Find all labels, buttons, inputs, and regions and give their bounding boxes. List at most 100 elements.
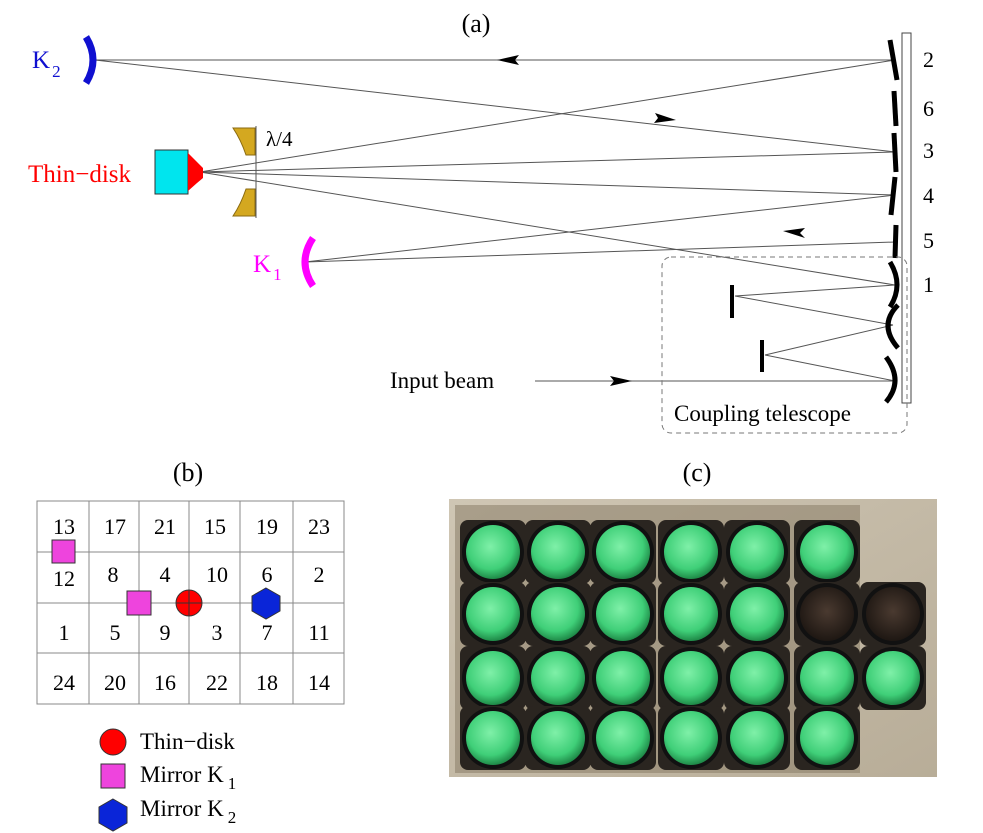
mirror-array-photo: [449, 499, 937, 777]
arrow-to-mirror3: [654, 113, 676, 123]
beam-k1-mirror5: [304, 241, 896, 263]
beam-flat1-curved: [734, 295, 894, 326]
photo-mirror-lens: [730, 711, 784, 765]
grid-cell: 6: [262, 562, 273, 587]
beam-disk-mirror3: [199, 151, 896, 173]
photo-mirror-lens: [596, 651, 650, 705]
photo-mirror-lens: [466, 587, 520, 641]
photo-mirror-lens: [800, 651, 854, 705]
grid-cell: 22: [206, 670, 228, 695]
mirror-number: 6: [923, 96, 934, 121]
k1-mirror: [301, 236, 316, 288]
input-beam-label: Input beam: [390, 368, 494, 393]
grid-cell: 18: [256, 670, 278, 695]
grid-cell: 15: [204, 514, 226, 539]
grid-cell: 21: [154, 514, 176, 539]
grid-cell: 20: [104, 670, 126, 695]
grid-cell: 10: [206, 562, 228, 587]
grid-numbers: 13 17 21 15 19 23 12 8 4 10 6 2 1 5 9 3 …: [53, 514, 330, 695]
mirror-3: [891, 132, 899, 173]
grid-cell: 16: [154, 670, 176, 695]
grid-cell: 23: [308, 514, 330, 539]
grid-cell: 5: [110, 620, 121, 645]
photo-mirror-lens: [730, 651, 784, 705]
beam-paths: [94, 59, 896, 382]
mirror-mount-bar: [901, 32, 912, 404]
grid-cell: 13: [53, 514, 75, 539]
photo-mirror-lens: [596, 587, 650, 641]
arrow-input-beam: [610, 376, 632, 386]
beam-mirror1-flat1: [734, 284, 896, 297]
beam-disk-mirror4: [199, 171, 896, 196]
thin-disk-body: [154, 149, 189, 195]
mirror-2: [887, 39, 900, 81]
panel-b-label: (b): [173, 458, 203, 487]
mirror-telescope-curved: [885, 303, 900, 350]
mirror-4: [888, 176, 898, 216]
photo-mirror-mounts: [460, 520, 926, 770]
beam-k2-mirror3: [94, 59, 896, 153]
mirror-telescope-input: [883, 355, 898, 404]
waveplate-upper: [232, 127, 256, 156]
photo-mirror-lens: [531, 525, 585, 579]
panel-b: (b) 13 17 21 15 19 23 12 8 4 10 6 2 1 5: [36, 458, 345, 832]
beam-disk-mirror1: [199, 171, 896, 286]
photo-mirror-lens: [730, 587, 784, 641]
grid-cell: 1: [59, 620, 70, 645]
mirror-number: 1: [923, 272, 934, 297]
grid-cell: 17: [104, 514, 126, 539]
grid-cell: 7: [262, 620, 273, 645]
grid-cell: 3: [212, 620, 223, 645]
grid-cell: 11: [308, 620, 329, 645]
photo-mirror-lens: [664, 525, 718, 579]
mirror-number: 3: [923, 138, 934, 163]
photo-mirror-lens: [664, 587, 718, 641]
photo-mirror-lens: [664, 651, 718, 705]
panel-a-label: (a): [462, 9, 491, 38]
legend-mirror-k2-icon: [98, 798, 128, 832]
photo-mirror-lens: [664, 711, 718, 765]
thin-disk-label: Thin−disk: [28, 161, 131, 188]
beam-curved-flat2: [764, 324, 894, 356]
mirror-5: [892, 224, 899, 259]
legend-thin-disk-icon: [99, 728, 127, 756]
waveplate-lower: [232, 188, 256, 217]
photo-mirror-lens: [730, 525, 784, 579]
panel-c-label: (c): [683, 458, 712, 487]
marker-mirror-k1-13: [51, 539, 76, 564]
grid-cell: 24: [53, 670, 75, 695]
thin-disk-crystal: [188, 153, 203, 191]
mirror-numbers: 2 6 3 4 5 1: [923, 47, 934, 297]
arrow-to-k2: [497, 55, 519, 65]
photo-mirror-lens: [466, 651, 520, 705]
photo-mirror-lens: [531, 711, 585, 765]
mirror-6: [891, 90, 899, 127]
photo-mirror-lens: [866, 651, 920, 705]
grid-cell: 4: [160, 562, 171, 587]
coupling-telescope-label: Coupling telescope: [674, 401, 851, 426]
beam-disk-mirror2: [199, 59, 896, 173]
beam-arrows: [497, 55, 805, 386]
photo-mirror-lens: [866, 587, 920, 641]
arrow-from-mirror5: [783, 228, 805, 238]
waveplate: [232, 126, 257, 218]
beam-flat2-input: [764, 354, 896, 382]
grid-cell: 14: [308, 670, 330, 695]
lambda-label: λ/4: [266, 127, 293, 151]
grid-cell: 2: [314, 562, 325, 587]
coupling-telescope-box: [661, 256, 908, 434]
photo-mirror-lens: [466, 711, 520, 765]
photo-mirror-lens: [531, 651, 585, 705]
photo-mirror-lens: [800, 711, 854, 765]
photo-mirror-lens: [800, 525, 854, 579]
mirror-array: [883, 39, 900, 404]
marker-mirror-k1-center: [126, 590, 152, 616]
thin-disk-module: [154, 149, 203, 195]
marker-mirror-k2: [251, 587, 281, 620]
grid-cell: 12: [53, 566, 75, 591]
photo-mirror-lens: [531, 587, 585, 641]
